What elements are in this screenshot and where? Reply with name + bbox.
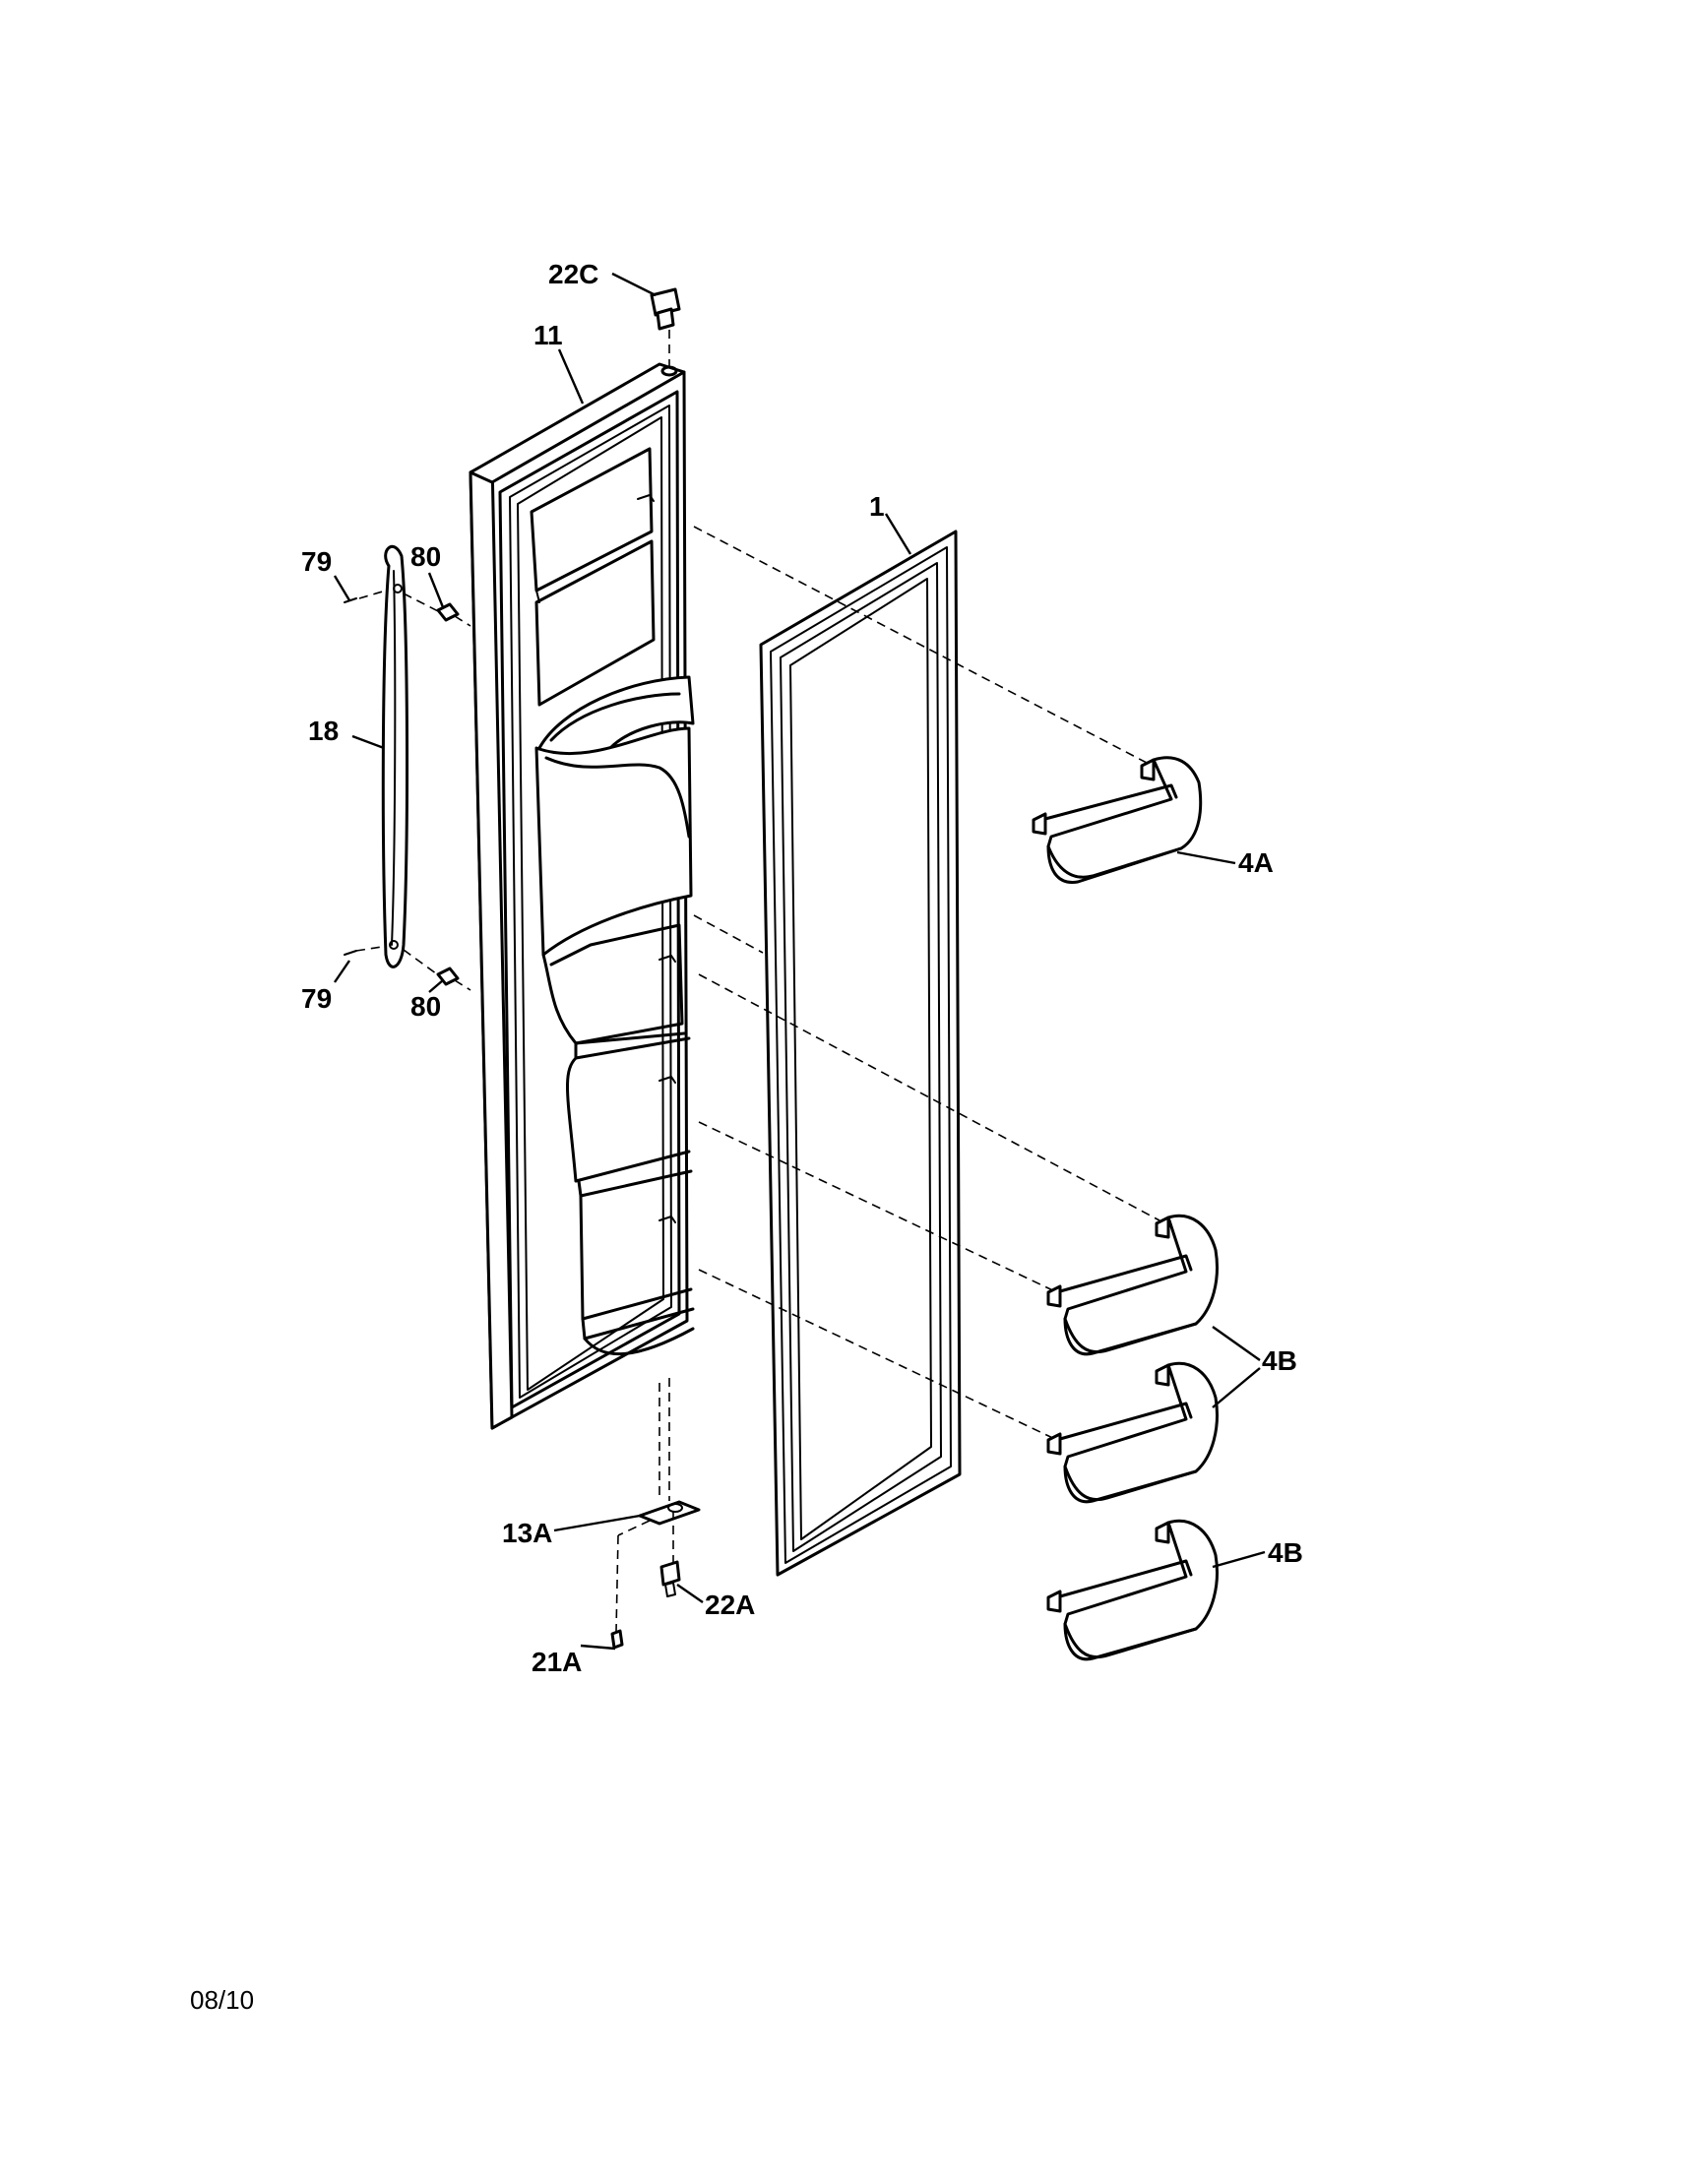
callout-13A: 13A (502, 1518, 552, 1548)
callout-4B-upper: 4B (1262, 1345, 1297, 1376)
door-gasket (759, 530, 962, 1577)
callout-4A: 4A (1238, 847, 1274, 878)
leader-lines (333, 272, 1266, 1651)
explosion-lines (355, 330, 1160, 1633)
door-assembly (469, 362, 695, 1430)
bottom-hinge-13A (638, 1500, 701, 1526)
callout-79-top: 79 (301, 546, 332, 577)
callout-22C: 22C (548, 259, 598, 289)
screw-21A (610, 1629, 624, 1650)
callout-22A: 22A (705, 1590, 755, 1620)
callout-labels: 22C 11 1 79 80 18 4A 79 80 4B 4B 13A 22A… (301, 259, 1303, 1677)
callout-11: 11 (533, 320, 563, 350)
top-hinge-pin-22C (650, 287, 681, 331)
callout-4B-lower: 4B (1268, 1537, 1303, 1568)
date-code: 08/10 (190, 1985, 254, 2015)
door-bin-4B-1 (1046, 1214, 1219, 1356)
callout-80-bottom: 80 (410, 991, 441, 1022)
door-handle (344, 544, 460, 986)
callout-79-bottom: 79 (301, 983, 332, 1014)
hinge-pin-22A (659, 1560, 681, 1597)
door-bin-4B-3 (1046, 1519, 1219, 1661)
callout-80-top: 80 (410, 541, 441, 572)
door-bin-4A (1032, 756, 1203, 884)
callout-1: 1 (869, 491, 885, 522)
callout-18: 18 (308, 716, 339, 746)
door-bin-4B-2 (1046, 1361, 1219, 1504)
callout-21A: 21A (532, 1647, 582, 1677)
